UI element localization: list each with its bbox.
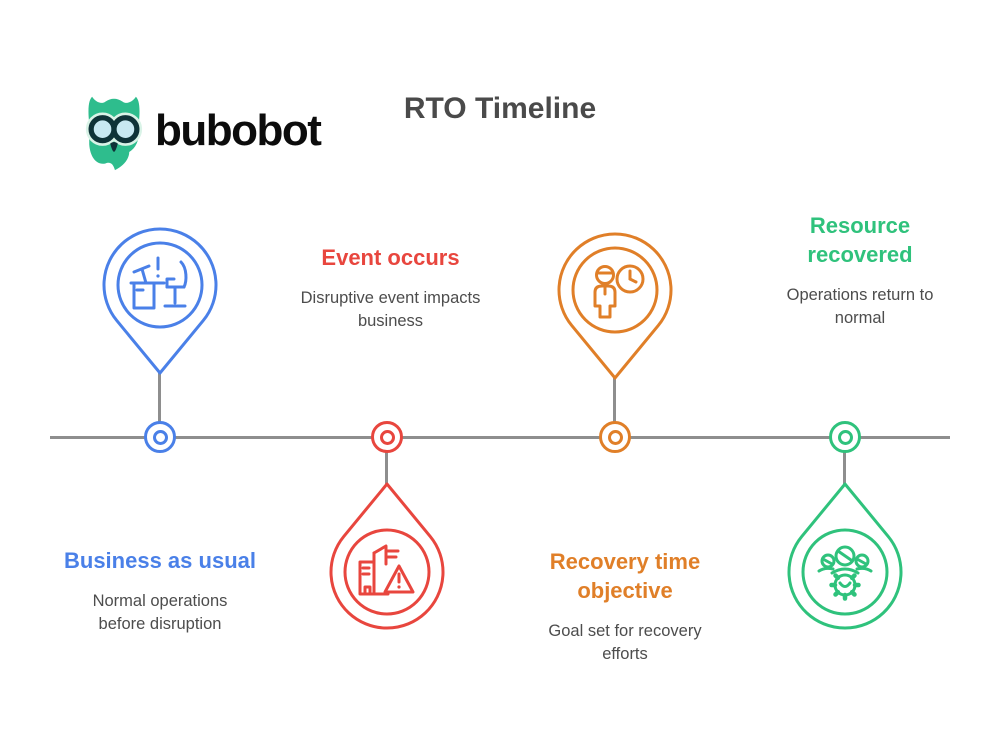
building-alert-icon: [329, 482, 445, 630]
milestone-description: Normal operations before disruption: [92, 592, 228, 633]
milestone-description: Disruptive event impacts business: [300, 289, 481, 330]
stem-recovery-time-objective: [613, 378, 616, 437]
milestone-description: Goal set for recovery efforts: [548, 622, 702, 663]
milestone-title: Recovery time objective: [549, 549, 701, 604]
milestone-title: Event occurs: [321, 245, 460, 270]
logo-text: bubobot: [155, 106, 322, 155]
owl-logo-icon: [85, 96, 143, 171]
milestone-title: Resource recovered: [807, 213, 913, 268]
timeline-node: [371, 421, 403, 453]
bubobot-logo: bubobot: [75, 93, 322, 173]
timeline-node: [144, 421, 176, 453]
page-title: RTO Timeline: [403, 92, 597, 125]
timeline-node: [599, 421, 631, 453]
text-resource-recovered: Resource recovered Operations return to …: [745, 211, 975, 330]
stem-resource-recovered: [843, 437, 846, 484]
desk-workspace-icon: [102, 227, 218, 375]
text-event-occurs: Event occurs Disruptive event impacts bu…: [268, 243, 513, 333]
text-business-as-usual: Business as usual Normal operations befo…: [40, 546, 280, 636]
team-gear-icon: [787, 482, 903, 630]
milestone-title: Business as usual: [64, 548, 256, 573]
timeline-axis: [50, 436, 950, 439]
stem-business-as-usual: [158, 373, 161, 437]
timeline-node: [829, 421, 861, 453]
stem-event-occurs: [385, 437, 388, 484]
person-clock-icon: [557, 232, 673, 380]
text-recovery-time-objective: Recovery time objective Goal set for rec…: [505, 547, 745, 666]
milestone-description: Operations return to normal: [786, 286, 934, 327]
